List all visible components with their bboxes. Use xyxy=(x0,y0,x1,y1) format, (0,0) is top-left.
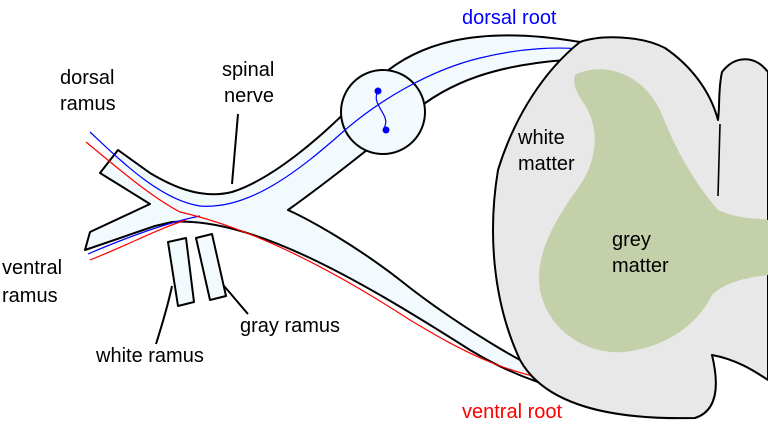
label-dorsal-ramus-line2: ramus xyxy=(60,93,116,115)
label-dorsal-root: dorsal root xyxy=(462,7,557,29)
gray-ramus-stub xyxy=(195,233,227,301)
label-ventral-root: ventral root xyxy=(462,401,562,423)
sensory-fiber-ventral-branch xyxy=(87,215,201,255)
grey-matter xyxy=(538,69,768,353)
label-grey-matter-line1: grey xyxy=(612,229,651,251)
label-dorsal-ramus-line1: dorsal xyxy=(60,67,114,89)
white-ramus-leader xyxy=(155,285,173,345)
label-white-ramus: white ramus xyxy=(95,345,204,367)
label-white-matter-line2: matter xyxy=(518,153,575,175)
label-ventral-ramus-line2: ramus xyxy=(2,285,58,307)
label-spinal-nerve-line2: nerve xyxy=(224,85,274,107)
ganglion-cell-process xyxy=(375,90,387,129)
label-gray-ramus: gray ramus xyxy=(240,315,340,337)
label-spinal-nerve-line1: spinal xyxy=(222,59,274,81)
anterior-median-fissure xyxy=(717,123,721,197)
label-grey-matter-line2: matter xyxy=(612,255,669,277)
ganglion-cell-dot-lower xyxy=(382,126,390,134)
motor-fiber xyxy=(85,141,581,385)
sensory-fiber xyxy=(89,47,591,207)
spinal-nerve-leader xyxy=(231,113,239,185)
dorsal-root-ganglion xyxy=(340,69,426,155)
motor-fiber-ventral-branch xyxy=(89,219,187,261)
label-ventral-ramus-line1: ventral xyxy=(2,257,62,279)
label-white-matter-line1: white xyxy=(517,127,565,149)
white-ramus-stub xyxy=(167,237,195,307)
gray-ramus-leader xyxy=(223,285,249,315)
